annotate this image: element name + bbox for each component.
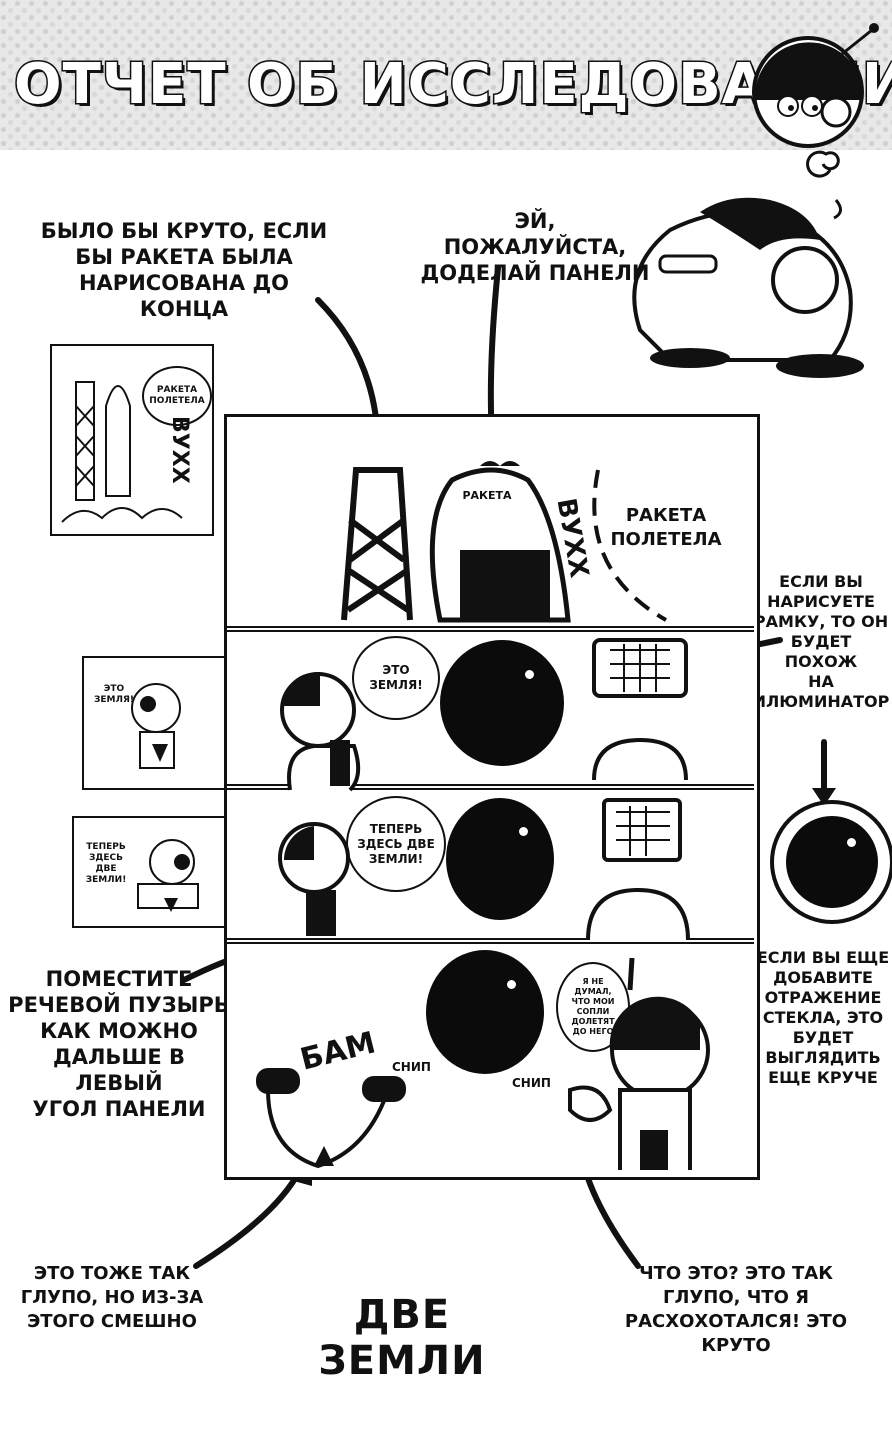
panel2-bubble: ЭТО ЗЕМЛЯ! xyxy=(352,636,440,720)
professor-character-icon xyxy=(632,150,864,378)
earth-porthole-icon xyxy=(786,816,878,908)
note-finish-panels: ЭЙ, ПОЖАЛУЙСТА, ДОДЕЛАЙ ПАНЕЛИ xyxy=(420,209,650,285)
rocket-sketch-icon xyxy=(61,381,183,523)
earth-icon-1 xyxy=(440,640,564,766)
note-glass-reflection: ЕСЛИ ВЫ ЕЩЕ ДОБАВИТЕ ОТРАЖЕНИЕ СТЕКЛА, Э… xyxy=(756,948,890,1087)
panel-divider-3 xyxy=(226,938,754,944)
note-rocket-complete: БЫЛО БЫ КРУТО, ЕСЛИ БЫ РАКЕТА БЫЛА НАРИС… xyxy=(40,219,328,321)
panel3-bubble: ТЕПЕРЬ ЗДЕСЬ ДВЕ ЗЕМЛИ! xyxy=(346,796,446,892)
thumbnail-earth-panel: ЭТО ЗЕМЛЯ! xyxy=(82,656,246,790)
mascot-helmet-icon xyxy=(752,23,879,148)
panel1-rocket-label: РАКЕТА xyxy=(462,489,512,502)
thumbnail-rocket-bubble: РАКЕТА ПОЛЕТЕЛА xyxy=(142,366,212,426)
panel4-speech: Я НЕ ДУМАЛ, ЧТО МОИ СОПЛИ ДОЛЕТЯТ ДО НЕГ… xyxy=(571,977,615,1036)
porthole-illustration xyxy=(770,800,892,924)
earth-icon-2 xyxy=(446,798,554,920)
panel4-sfx-snip-left: СНИП xyxy=(392,1060,431,1074)
kid-sketch-icon-2 xyxy=(137,839,199,912)
thumbnail-two-earths-panel: ТЕПЕРЬ ЗДЕСЬ ДВЕ ЗЕМЛИ! xyxy=(72,816,236,928)
thumbnail-rocket-speech: РАКЕТА ПОЛЕТЕЛА xyxy=(149,385,205,406)
note-silly-funny: ЭТО ТОЖЕ ТАК ГЛУПО, НО ИЗ-ЗА ЭТОГО СМЕШН… xyxy=(20,1263,204,1332)
panel2-speech: ЭТО ЗЕМЛЯ! xyxy=(369,663,423,692)
panel-divider-1 xyxy=(226,626,754,632)
bottom-title: ДВЕ ЗЕМЛИ xyxy=(318,1292,486,1384)
panel1-caption: РАКЕТА ПОЛЕТЕЛА xyxy=(610,505,722,550)
thumbnail-two-earths-speech: ТЕПЕРЬ ЗДЕСЬ ДВЕ ЗЕМЛИ! xyxy=(85,842,127,885)
thumbnail-earth-speech: ЭТО ЗЕМЛЯ! xyxy=(93,684,134,705)
kid-sketch-icon xyxy=(131,683,181,769)
panel3-speech: ТЕПЕРЬ ЗДЕСЬ ДВЕ ЗЕМЛИ! xyxy=(357,821,435,866)
note-laughed: ЧТО ЭТО? ЭТО ТАК ГЛУПО, ЧТО Я РАСХОХОТАЛ… xyxy=(624,1263,848,1356)
panel4-sfx-snip-right: СНИП xyxy=(512,1076,551,1090)
note-speech-bubble-left: ПОМЕСТИТЕ РЕЧЕВОЙ ПУЗЫРЬ КАК МОЖНО ДАЛЬШ… xyxy=(8,967,230,1121)
earth-icon-3 xyxy=(426,950,544,1074)
header-band xyxy=(0,0,892,150)
panel-divider-2 xyxy=(226,784,754,790)
note-frame-porthole: ЕСЛИ ВЫ НАРИСУЕТЕ РАМКУ, ТО ОН БУДЕТ ПОХ… xyxy=(752,572,890,711)
thumbnail-rocket-panel: РАКЕТА ПОЛЕТЕЛА ВУХХ xyxy=(50,344,214,536)
